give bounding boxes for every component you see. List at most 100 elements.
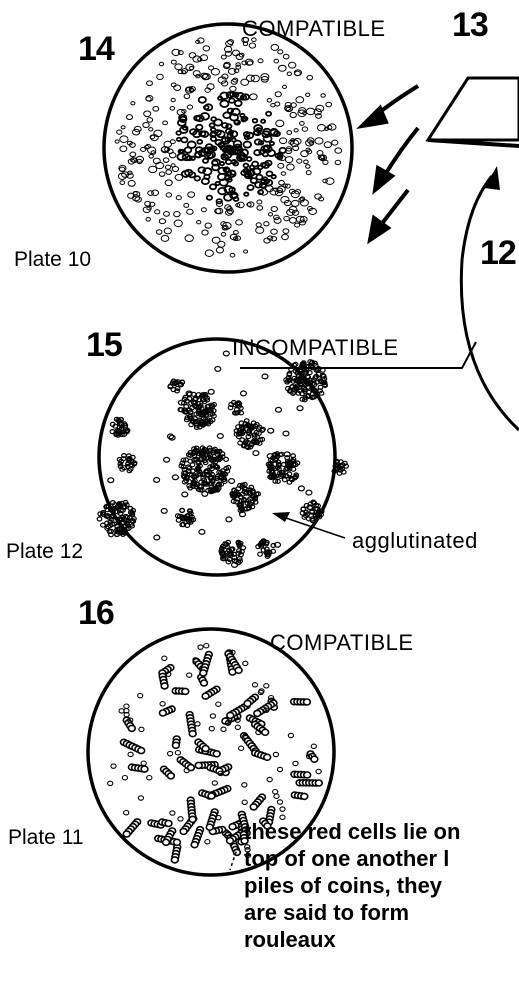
red-cell [221, 727, 226, 731]
red-cell [226, 41, 233, 47]
red-cell [195, 722, 200, 726]
red-cell [239, 746, 244, 750]
red-cell [208, 793, 215, 799]
red-cell [264, 145, 270, 150]
agglutinated-clumps [97, 351, 348, 567]
red-cell [122, 172, 129, 178]
red-cell [174, 211, 181, 216]
red-cell [206, 824, 213, 830]
red-cell [296, 97, 304, 103]
red-cell [187, 673, 192, 677]
red-cell [243, 661, 248, 665]
red-cell [306, 93, 310, 96]
red-cell [323, 179, 328, 183]
red-cell [244, 419, 249, 423]
red-cell [236, 220, 243, 225]
red-cell [160, 702, 165, 706]
red-cell [155, 210, 160, 214]
red-cell [168, 751, 173, 755]
red-cell [306, 165, 311, 169]
red-cell [275, 92, 281, 97]
red-cell [164, 457, 170, 462]
red-cell [154, 478, 160, 483]
red-cell [175, 751, 180, 755]
red-cell [267, 777, 272, 781]
red-cell [270, 142, 274, 145]
red-cell [175, 174, 182, 180]
red-cell [193, 71, 200, 77]
red-cell [285, 157, 292, 163]
red-cell [311, 744, 316, 748]
panel-16-status: COMPATIBLE [270, 630, 414, 656]
red-cell [177, 138, 181, 141]
red-cell [302, 127, 307, 131]
red-cell [281, 172, 286, 176]
red-cell [163, 158, 169, 163]
red-cell [257, 206, 263, 211]
panel-15-plate: Plate 12 [6, 540, 83, 564]
red-cell [234, 197, 239, 201]
red-cell [326, 102, 332, 107]
red-cell [221, 232, 226, 236]
red-cell [195, 176, 201, 180]
rouleaux-note: these red cells lie on top of one anothe… [244, 818, 519, 953]
red-cell [193, 56, 201, 62]
red-cell [180, 461, 185, 465]
note-line-5: rouleaux [244, 926, 519, 953]
red-cell [174, 85, 181, 91]
red-cell [160, 710, 167, 716]
red-cell [211, 69, 219, 76]
red-cell [280, 138, 287, 144]
red-cell [254, 710, 261, 716]
red-cell [236, 63, 240, 67]
red-cell [256, 223, 261, 227]
red-cell [216, 247, 223, 253]
red-cell [141, 147, 146, 151]
red-cell [230, 86, 236, 91]
red-cell [159, 172, 165, 177]
red-cell [141, 766, 148, 772]
red-cell [173, 742, 180, 748]
red-cell [278, 50, 283, 54]
red-cell [144, 111, 151, 117]
red-cell [306, 108, 314, 115]
red-cell [210, 133, 216, 137]
red-cell [174, 839, 181, 845]
red-cell [164, 228, 171, 234]
red-cell [161, 235, 169, 241]
red-cell [268, 428, 274, 433]
red-cell [274, 59, 279, 63]
red-cell [282, 85, 286, 88]
red-cell [271, 229, 278, 234]
red-cell [258, 59, 263, 63]
red-cell [109, 533, 114, 537]
red-cell [202, 492, 208, 497]
red-cell [128, 181, 135, 187]
red-cell [289, 218, 296, 224]
red-cell [315, 138, 323, 144]
red-cell [220, 100, 228, 107]
red-cell [208, 389, 214, 394]
red-cell [283, 478, 288, 482]
red-cell [203, 46, 210, 51]
note-line-4: are said to form [244, 899, 519, 926]
red-cell [332, 140, 338, 145]
red-cell [128, 752, 133, 756]
red-cell [227, 838, 234, 844]
red-cell [189, 53, 196, 58]
red-cell [229, 824, 236, 830]
red-cell [214, 119, 222, 125]
red-cell [197, 140, 202, 144]
red-cell [182, 492, 188, 497]
red-cell [148, 147, 156, 154]
red-cell [223, 351, 229, 356]
red-cell [283, 229, 289, 234]
red-cell [163, 839, 170, 845]
red-cell [257, 200, 262, 204]
red-cell [185, 235, 193, 242]
red-cell [178, 817, 183, 821]
red-cell [291, 454, 296, 458]
red-cell [262, 374, 268, 379]
red-cell [229, 98, 234, 102]
red-cell [191, 842, 198, 848]
